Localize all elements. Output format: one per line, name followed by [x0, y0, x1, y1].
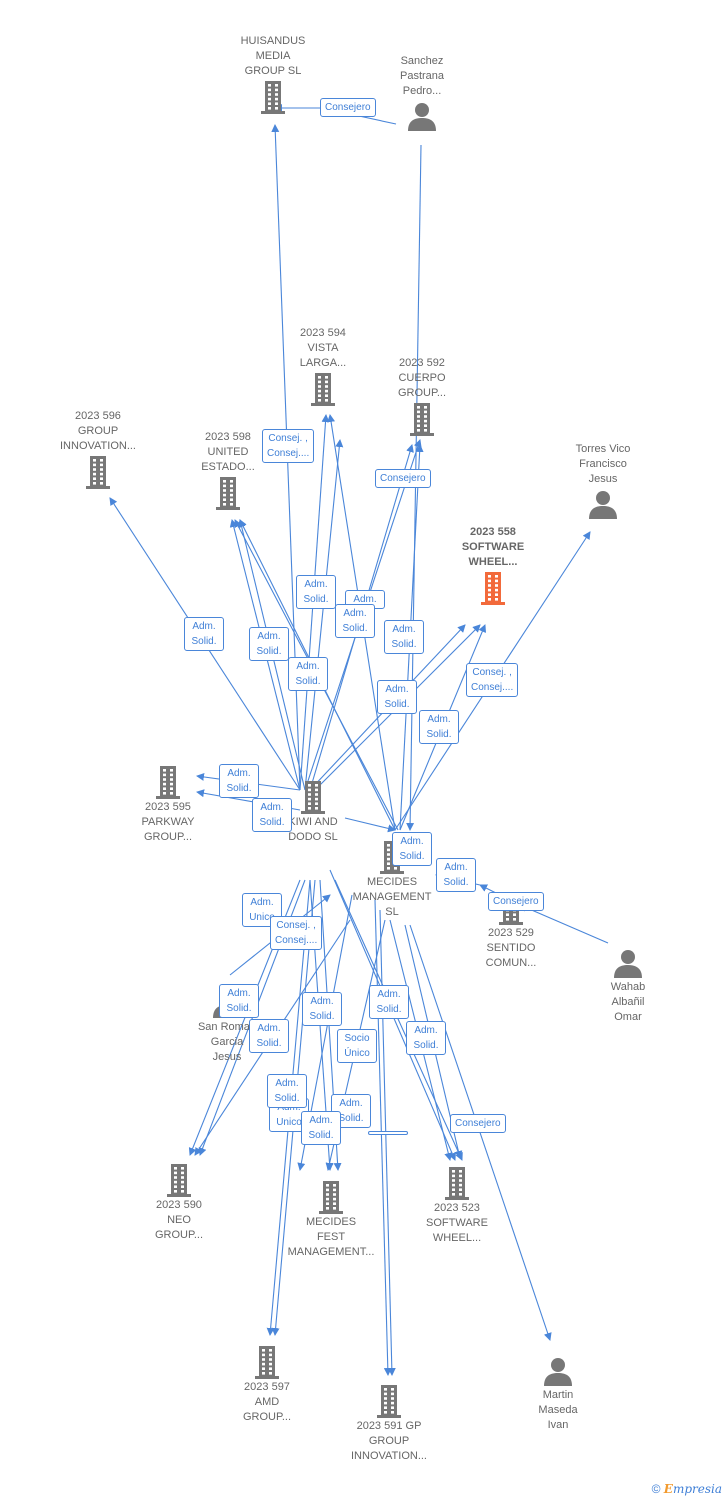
- node-label: 2023 598 UNITED ESTADO...: [201, 431, 255, 473]
- node-wahab-albanil-omar[interactable]: Wahab Albañil Omar: [573, 946, 683, 1025]
- building-icon: [255, 1346, 279, 1379]
- relation-edge: [304, 439, 344, 791]
- node-label: 2023 529 SENTIDO COMUN...: [485, 927, 537, 969]
- relation-edge: [374, 899, 392, 1376]
- building-icon: [481, 572, 505, 605]
- node-2023-558-software-wheel[interactable]: 2023 558 SOFTWARE WHEEL...: [438, 525, 548, 606]
- copyright-icon: ©: [651, 1482, 661, 1496]
- relation-badge[interactable]: Consejero: [488, 892, 544, 911]
- person-icon: [408, 103, 436, 131]
- relation-badge[interactable]: Adm. Solid.: [302, 992, 342, 1026]
- relation-badge[interactable]: Adm. Solid.: [219, 984, 259, 1018]
- relation-badge[interactable]: Adm. Solid.: [406, 1021, 446, 1055]
- node-label: MECIDES MANAGEMENT SL: [352, 876, 432, 918]
- relation-badge[interactable]: Adm. Solid.: [384, 620, 424, 654]
- node-2023-592-cuerpo-group[interactable]: 2023 592 CUERPO GROUP...: [367, 356, 477, 437]
- relation-edge: [344, 817, 396, 833]
- relation-badge[interactable]: Adm. Solid.: [392, 832, 432, 866]
- node-label: MECIDES FEST MANAGEMENT...: [287, 1216, 375, 1258]
- node-label: HUISANDUS MEDIA GROUP SL: [240, 35, 306, 77]
- person-icon: [614, 950, 642, 978]
- relation-badge[interactable]: Adm. Solid.: [249, 627, 289, 661]
- relation-badge[interactable]: Consej. , Consej....: [466, 663, 519, 697]
- node-label: 2023 590 NEO GROUP...: [154, 1199, 204, 1241]
- building-icon: [301, 781, 325, 814]
- relation-badge[interactable]: Adm. Solid.: [301, 1111, 341, 1145]
- building-icon: [167, 1164, 191, 1197]
- relation-badge[interactable]: Adm. Solid.: [369, 985, 409, 1019]
- node-sanchez-pastrana-pedro[interactable]: Sanchez Pastrana Pedro...: [367, 54, 477, 133]
- node-label: KIWI AND DODO SL: [288, 816, 338, 843]
- node-label: San Roman Garcia Jesus: [197, 1021, 257, 1063]
- relation-badge[interactable]: [368, 1131, 408, 1135]
- building-icon: [261, 81, 285, 114]
- relation-badge[interactable]: Adm. Solid.: [436, 858, 476, 892]
- node-2023-597-amd-group[interactable]: 2023 597 AMD GROUP...: [212, 1344, 322, 1425]
- relation-edge: [334, 879, 463, 1161]
- node-2023-523-software-wheel[interactable]: 2023 523 SOFTWARE WHEEL...: [402, 1165, 512, 1246]
- node-2023-591-gp-group-innovation[interactable]: 2023 591 GP GROUP INNOVATION...: [334, 1383, 444, 1464]
- node-label: Wahab Albañil Omar: [610, 981, 646, 1023]
- node-torres-vico-francisco-jesus[interactable]: Torres Vico Francisco Jesus: [548, 442, 658, 521]
- building-icon: [156, 766, 180, 799]
- node-label: Martin Maseda Ivan: [538, 1389, 578, 1431]
- node-label: 2023 596 GROUP INNOVATION...: [60, 410, 136, 452]
- brand-logo-text: mpresia: [672, 1482, 722, 1496]
- relation-badge[interactable]: Adm. Solid.: [249, 1019, 289, 1053]
- relation-badge[interactable]: Consejero: [375, 469, 431, 488]
- relation-badge[interactable]: Adm. Solid.: [296, 575, 336, 609]
- node-huisandus-media-group[interactable]: HUISANDUS MEDIA GROUP SL: [218, 34, 328, 115]
- node-label: Torres Vico Francisco Jesus: [575, 443, 631, 485]
- node-martin-maseda-ivan[interactable]: Martin Maseda Ivan: [503, 1354, 613, 1433]
- building-icon: [319, 1181, 343, 1214]
- node-label: 2023 591 GP GROUP INNOVATION...: [351, 1420, 427, 1462]
- relation-badge[interactable]: Adm. Solid.: [288, 657, 328, 691]
- node-label: 2023 523 SOFTWARE WHEEL...: [426, 1202, 488, 1244]
- node-label: 2023 595 PARKWAY GROUP...: [141, 801, 195, 843]
- relation-badge[interactable]: Adm. Solid.: [219, 764, 259, 798]
- node-label: 2023 592 CUERPO GROUP...: [397, 357, 447, 399]
- node-2023-596-group-innovation[interactable]: 2023 596 GROUP INNOVATION...: [43, 409, 153, 490]
- relation-edge: [519, 904, 609, 944]
- building-icon: [445, 1167, 469, 1200]
- relation-badge[interactable]: Consejero: [450, 1114, 506, 1133]
- node-mecides-fest-management[interactable]: MECIDES FEST MANAGEMENT...: [276, 1179, 386, 1260]
- relation-badge[interactable]: Adm. Solid.: [184, 617, 224, 651]
- relation-badge[interactable]: Consej. , Consej....: [270, 916, 323, 950]
- building-icon: [410, 403, 434, 436]
- relation-badge[interactable]: Consej. , Consej....: [262, 429, 315, 463]
- node-label: Sanchez Pastrana Pedro...: [399, 55, 445, 97]
- building-icon: [377, 1385, 401, 1418]
- building-icon: [86, 456, 110, 489]
- relation-badge[interactable]: Adm. Solid.: [419, 710, 459, 744]
- node-2023-594-vista-larga[interactable]: 2023 594 VISTA LARGA...: [268, 326, 378, 407]
- building-icon: [216, 477, 240, 510]
- person-icon: [589, 491, 617, 519]
- relation-badge[interactable]: Consejero: [320, 98, 376, 117]
- node-2023-598-united-estado[interactable]: 2023 598 UNITED ESTADO...: [173, 430, 283, 511]
- node-kiwi-and-dodo[interactable]: KIWI AND DODO SL: [258, 779, 368, 845]
- building-icon: [311, 373, 335, 406]
- relation-badge[interactable]: Adm. Solid.: [267, 1074, 307, 1108]
- relation-badge[interactable]: Adm. Solid.: [377, 680, 417, 714]
- node-2023-590-neo-group[interactable]: 2023 590 NEO GROUP...: [124, 1162, 234, 1243]
- person-icon: [544, 1358, 572, 1386]
- relation-badge[interactable]: Adm. Solid.: [335, 604, 375, 638]
- relation-badge[interactable]: Adm. Solid.: [252, 798, 292, 832]
- node-label: 2023 558 SOFTWARE WHEEL...: [461, 526, 525, 568]
- brand-logo-e: E: [663, 1482, 673, 1496]
- empresia-watermark: © Empresia: [652, 1482, 722, 1496]
- relation-badge[interactable]: Socio Único: [337, 1029, 377, 1063]
- node-2023-595-parkway-group[interactable]: 2023 595 PARKWAY GROUP...: [113, 764, 223, 845]
- node-label: 2023 597 AMD GROUP...: [242, 1381, 292, 1423]
- node-label: 2023 594 VISTA LARGA...: [299, 327, 347, 369]
